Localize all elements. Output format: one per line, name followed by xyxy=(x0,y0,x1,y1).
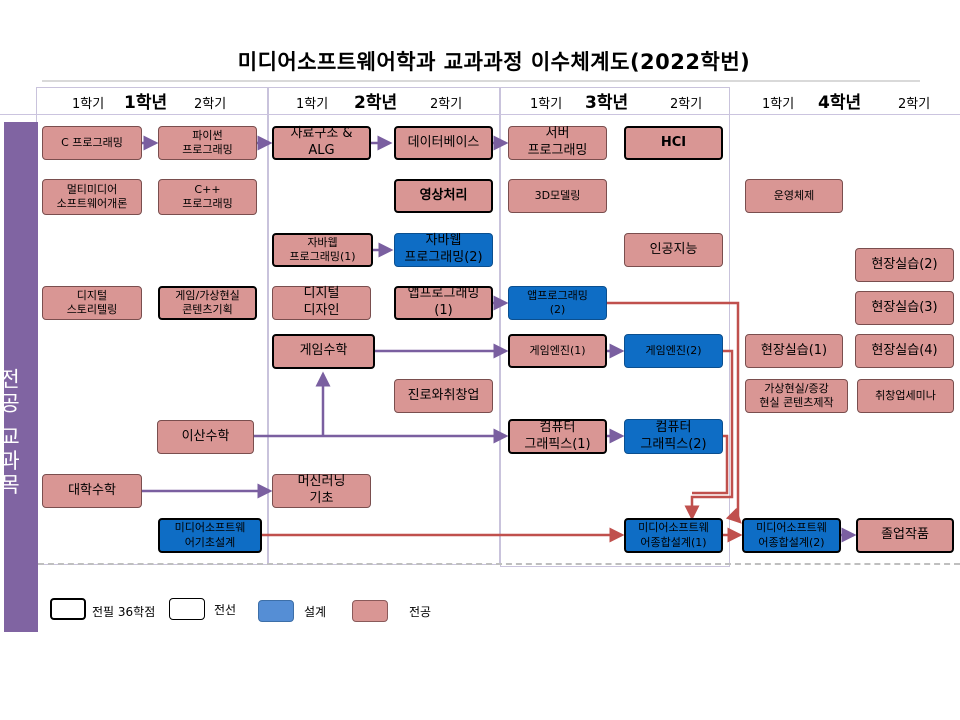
year2-sem1-label: 1학기 xyxy=(296,97,329,112)
course-ai[interactable]: 인공지능 xyxy=(624,233,723,267)
course-image-processing[interactable]: 영상처리 xyxy=(394,179,493,213)
course-capstone1[interactable]: 미디어소프트웨 어종합설계(1) xyxy=(624,518,723,553)
title-rule xyxy=(42,80,920,82)
course-field-practice3[interactable]: 현장실습(3) xyxy=(855,291,954,325)
course-javaweb2[interactable]: 자바웹 프로그래밍(2) xyxy=(394,233,493,267)
course-hci[interactable]: HCI xyxy=(624,126,723,160)
legend-design-swatch xyxy=(258,600,294,622)
course-digital-design[interactable]: 디지털 디자인 xyxy=(272,286,371,320)
year-header-1: 1학기 1학년 2학기 xyxy=(36,86,268,114)
year-header-2: 1학기 2학년 2학기 xyxy=(268,86,500,114)
year3-frame xyxy=(500,87,730,567)
arrow-engine2-to-capstone1 xyxy=(684,349,734,521)
course-calculus[interactable]: 대학수학 xyxy=(42,474,142,508)
year3-sem2-label: 2학기 xyxy=(670,97,703,112)
course-game-math[interactable]: 게임수학 xyxy=(272,334,375,369)
course-field-practice1[interactable]: 현장실습(1) xyxy=(745,334,843,368)
course-python[interactable]: 파이썬 프로그래밍 xyxy=(158,126,257,160)
course-capstone2[interactable]: 미디어소프트웨 어종합설계(2) xyxy=(742,518,841,553)
course-app-programming1[interactable]: 앱프로그래밍 (1) xyxy=(394,286,493,320)
year2-sem2-label: 2학기 xyxy=(430,97,463,112)
legend-prereq-swatch xyxy=(169,598,205,620)
course-multimedia-intro[interactable]: 멀티미디어 소프트웨어개론 xyxy=(42,179,142,215)
arrow-app2-to-capstone2 xyxy=(607,301,742,524)
year-header-3: 1학기 3학년 2학기 xyxy=(500,86,730,114)
course-data-structures[interactable]: 자료구조 & ALG xyxy=(272,126,371,160)
year3-sem1-label: 1학기 xyxy=(530,97,563,112)
legend-major-swatch xyxy=(352,600,388,622)
course-job-seminar[interactable]: 취창업세미나 xyxy=(857,379,954,413)
course-3d-modeling[interactable]: 3D모델링 xyxy=(508,179,607,213)
course-graduation-project[interactable]: 졸업작품 xyxy=(856,518,954,553)
course-graphics1[interactable]: 컴퓨터 그래픽스(1) xyxy=(508,419,607,454)
course-graphics2[interactable]: 컴퓨터 그래픽스(2) xyxy=(624,419,723,454)
course-os[interactable]: 운영체제 xyxy=(745,179,843,213)
course-game-engine1[interactable]: 게임엔진(1) xyxy=(508,334,607,368)
legend-major-label: 전공 xyxy=(409,605,432,619)
legend-prereq-label: 전선 xyxy=(214,603,237,617)
course-cpp[interactable]: C++ 프로그래밍 xyxy=(158,179,257,215)
course-career[interactable]: 진로와취창업 xyxy=(394,379,493,413)
year-row-divider xyxy=(0,114,960,115)
year1-sem2-label: 2학기 xyxy=(194,97,227,112)
sidebar: 전공 교과목 xyxy=(0,122,38,632)
course-javaweb1[interactable]: 자바웹 프로그래밍(1) xyxy=(272,233,373,267)
arrow-graphics2-to-capstone1 xyxy=(692,434,729,495)
sidebar-label: 전공 교과목 xyxy=(0,368,21,498)
course-server-programming[interactable]: 서버 프로그래밍 xyxy=(508,126,607,160)
footer-divider xyxy=(38,563,960,565)
year1-sem1-label: 1학기 xyxy=(72,97,105,112)
legend-required-label: 전필 36학점 xyxy=(92,605,156,619)
course-vr-ar-production[interactable]: 가상현실/증강 현실 콘텐츠제작 xyxy=(745,379,848,413)
course-app-programming2[interactable]: 앱프로그래밍 (2) xyxy=(508,286,607,320)
legend-design-label: 설계 xyxy=(304,605,327,619)
year4-label: 4학년 xyxy=(818,93,862,113)
course-field-practice4[interactable]: 현장실습(4) xyxy=(855,334,954,368)
course-storytelling[interactable]: 디지털 스토리텔링 xyxy=(42,286,142,320)
course-field-practice2[interactable]: 현장실습(2) xyxy=(855,248,954,282)
course-game-vr-planning[interactable]: 게임/가상현실 콘텐츠기획 xyxy=(158,286,257,320)
legend-required-swatch xyxy=(50,598,86,620)
course-basic-design[interactable]: 미디어소프트웨 어기초설계 xyxy=(158,518,262,553)
year4-sem1-label: 1학기 xyxy=(762,97,795,112)
course-c-programming[interactable]: C 프로그래밍 xyxy=(42,126,142,160)
year3-label: 3학년 xyxy=(585,93,629,113)
course-game-engine2[interactable]: 게임엔진(2) xyxy=(624,334,723,368)
year4-sem2-label: 2학기 xyxy=(898,97,931,112)
course-discrete-math[interactable]: 이산수학 xyxy=(157,420,254,454)
page-title: 미디어소프트웨어학과 교과과정 이수체계도(2022학번) xyxy=(237,50,751,74)
year1-label: 1학년 xyxy=(124,93,168,113)
course-database[interactable]: 데이터베이스 xyxy=(394,126,493,160)
year2-label: 2학년 xyxy=(354,93,398,113)
course-ml-basics[interactable]: 머신러닝 기초 xyxy=(272,474,371,508)
year-header-4: 1학기 4학년 2학기 xyxy=(730,86,960,114)
